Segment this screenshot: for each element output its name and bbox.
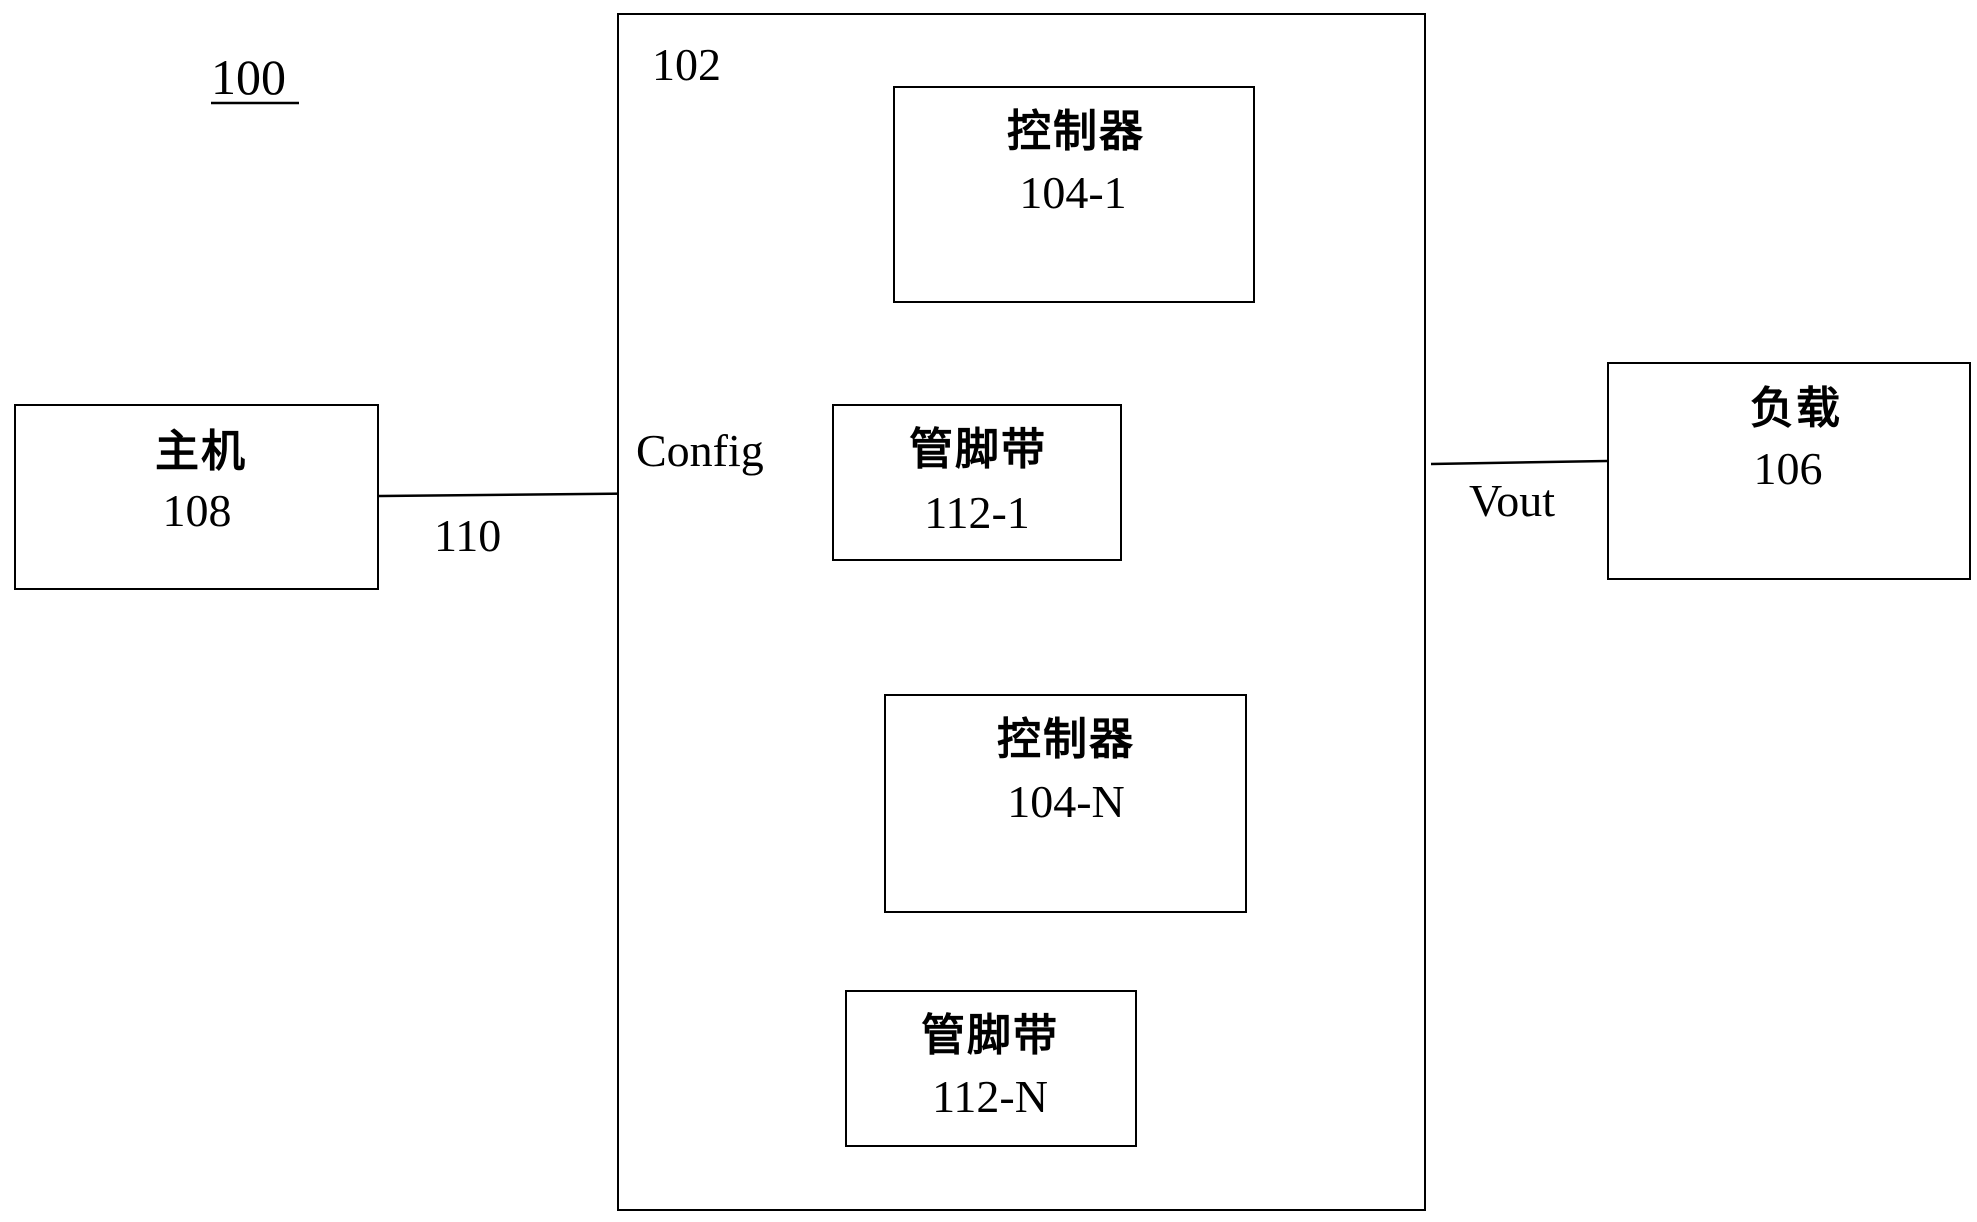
controller-1-box [893,86,1255,303]
figure-number: 100 [211,49,286,105]
vout-line [1430,459,1608,466]
controller-n-ref: 104-N [1007,776,1125,827]
load-box [1607,362,1971,580]
pinstrap-1-ref: 112-1 [924,487,1030,538]
pinstrap-1-box [832,404,1122,561]
controller-n-title: 控制器 [997,714,1135,765]
config-signal-label: Config [636,425,764,476]
host-title: 主机 [155,426,247,477]
host-box [14,404,379,590]
pinstrap-n-title: 管脚带 [921,1010,1059,1061]
controller-1-title: 控制器 [1007,106,1145,157]
load-title: 负载 [1750,383,1842,434]
pinstrap-n-ref: 112-N [932,1071,1048,1122]
host-ref: 108 [162,485,232,536]
controller-n-box [884,694,1247,913]
controller-1-ref: 104-1 [1019,167,1127,218]
pinstrap-1-title: 管脚带 [909,424,1047,475]
vout-signal-label: Vout [1469,475,1556,526]
bus-ref: 110 [434,510,502,561]
pinstrap-n-box [845,990,1137,1147]
device-ref: 102 [652,39,721,90]
load-ref: 106 [1753,443,1823,494]
